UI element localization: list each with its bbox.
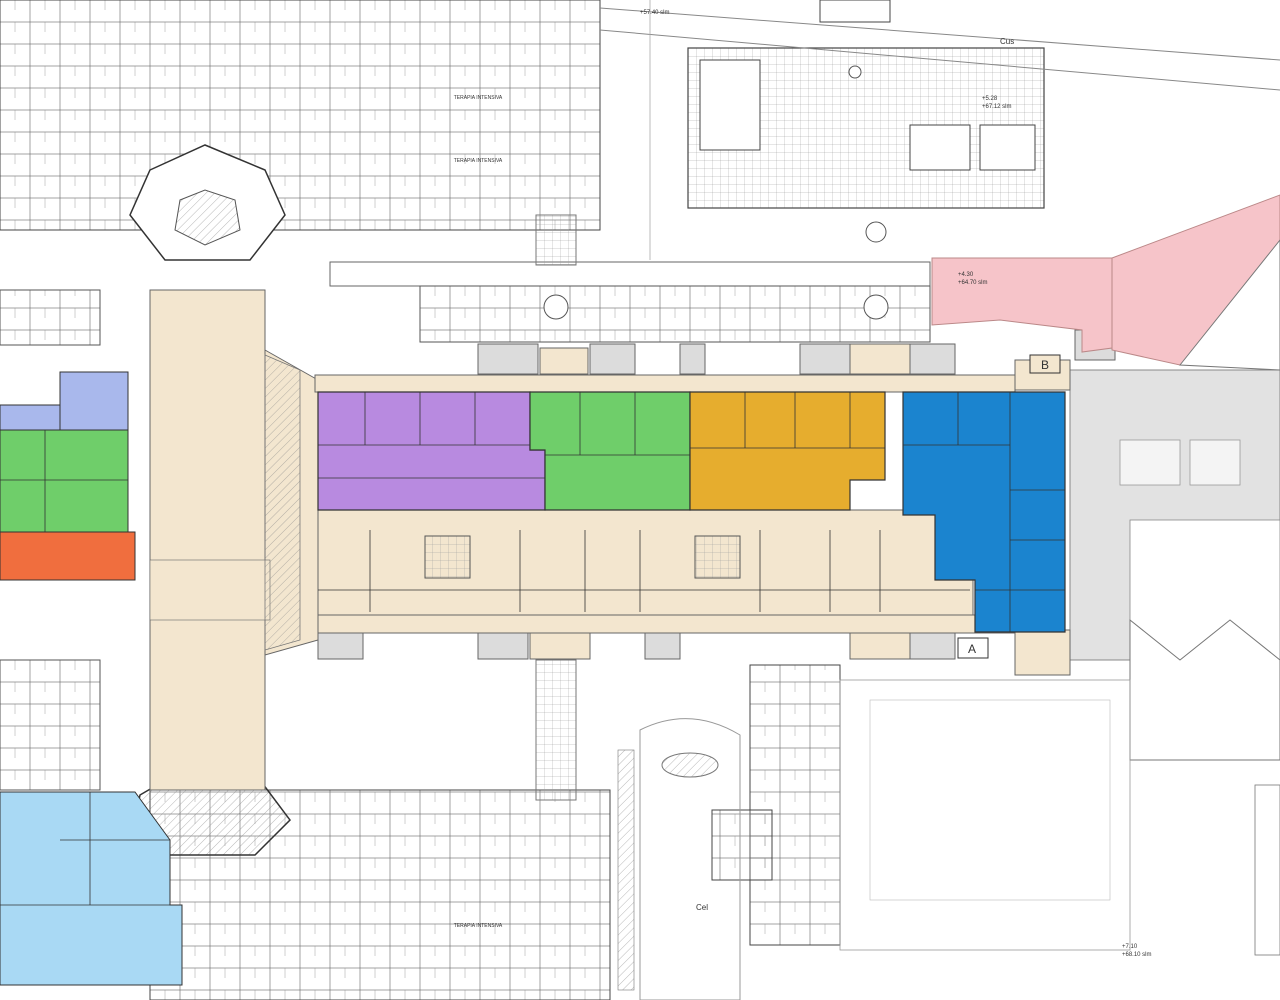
zone-green-left [0, 429, 129, 533]
label-elev-pink-2: +64.70 slm [958, 280, 988, 286]
room-grid [0, 392, 1065, 906]
grey-rooms [264, 329, 1116, 660]
annotations: TERAPIA INTENSIVA TERAPIA INTENSIVA TERA… [454, 10, 1152, 958]
zone-green [529, 391, 691, 511]
vertical-corridor [149, 289, 266, 791]
zone-purple [317, 391, 546, 511]
south-block [749, 664, 841, 946]
label-elev-bottom-2: +68.10 slm [1122, 952, 1152, 958]
zone-red-orange [0, 531, 136, 581]
courtyards [543, 65, 889, 320]
zone-lavender [59, 371, 129, 431]
zone-lavender-left [0, 404, 61, 431]
label-terapia-bottom: TERAPIA INTENSIVA [454, 923, 503, 929]
label-elev-top-1: +5.28 [982, 96, 998, 102]
label-cel: Cel [696, 903, 708, 912]
north-corridor-band [329, 261, 931, 287]
stair-label-a: A [968, 642, 976, 656]
top-left-wing [0, 0, 601, 231]
label-elev-pink-1: +4.30 [958, 272, 974, 278]
label-terapia-top-2: TERAPIA INTENSIVA [454, 158, 503, 164]
label-parking: Cus [1000, 37, 1014, 46]
main-corridor-north [314, 374, 1016, 393]
service-block [317, 509, 974, 616]
zone-orange [689, 391, 886, 511]
main-corridor-south [317, 614, 1019, 634]
zone-blue [902, 391, 1066, 633]
label-terapia-top-1: TERAPIA INTENSIVA [454, 95, 503, 101]
stair-label-b: B [1041, 358, 1049, 372]
stair-markers: A B [957, 354, 1061, 659]
colored-zones [0, 194, 1280, 986]
label-elev-bottom-1: +7.10 [1122, 944, 1138, 950]
zone-light-blue [0, 791, 183, 986]
label-elev-top-left: +57.40 slm [640, 10, 670, 16]
label-elev-top-2: +67.12 slm [982, 104, 1012, 110]
